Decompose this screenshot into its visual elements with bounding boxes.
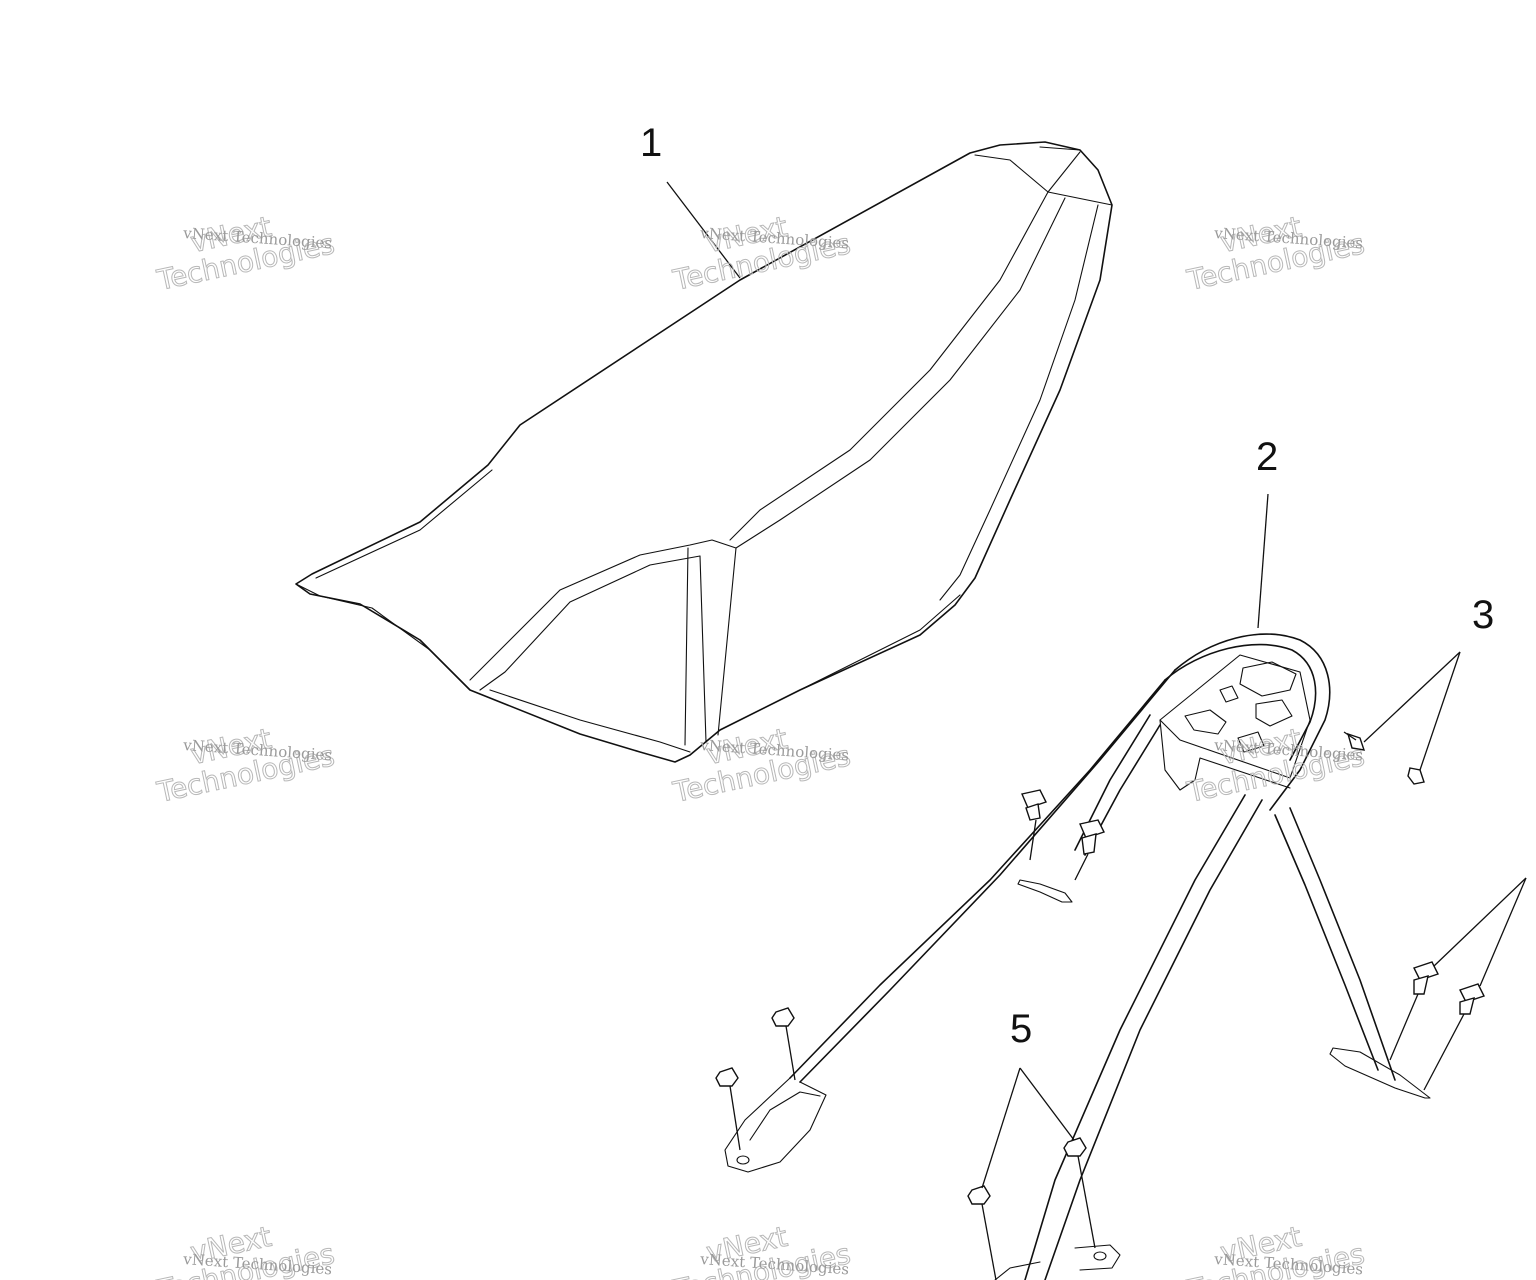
bolt-hardware-left: [1021, 789, 1105, 881]
seat-leader: [666, 181, 741, 279]
callout-2: 2: [1256, 435, 1278, 479]
watermark-row-1: vNext Technologies vNext Technologies vN…: [153, 209, 1368, 297]
screw-leader-b: [1419, 651, 1461, 771]
callout-3: 3: [1472, 593, 1494, 637]
bolt-hardware-right: [1389, 877, 1527, 1091]
watermark-row-3: vNext Technologies vNext Technologies vN…: [153, 1219, 1368, 1280]
nut-leader-b: [1019, 1067, 1075, 1141]
callout-1: 1: [640, 121, 662, 165]
callout-5: 5: [1010, 1007, 1032, 1051]
nut-leader-a: [981, 1067, 1021, 1189]
rack-leader: [1257, 493, 1269, 629]
nut-hardware-center: [967, 1137, 1096, 1280]
seat-drawing: [295, 141, 1113, 763]
rack-screw-hardware: [1343, 731, 1425, 785]
screw-leader-a: [1363, 651, 1461, 743]
rack-drawing: [724, 633, 1431, 1280]
nut-hardware-left: [715, 1007, 796, 1151]
watermark-row-2: vNext Technologies vNext Technologies vN…: [153, 721, 1368, 809]
